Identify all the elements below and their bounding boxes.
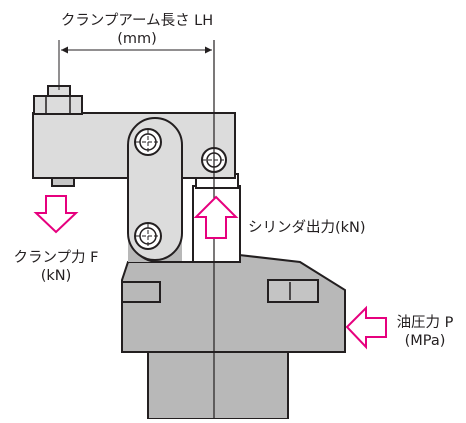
adjust-bolt xyxy=(33,85,83,115)
oil-pressure-label-line1: 油圧力 P xyxy=(396,315,454,331)
arm-length-label-line2: (mm) xyxy=(117,31,157,47)
clamp-force-label: クランプ力 F (kN) xyxy=(2,249,110,285)
oil-pressure-label: 油圧力 P (MPa) xyxy=(386,314,464,350)
oil-pressure-label-line2: (MPa) xyxy=(404,333,446,349)
link-plate xyxy=(127,117,183,261)
clamp-force-arrow-icon xyxy=(33,195,79,234)
cylinder-stem xyxy=(147,351,289,420)
cylinder-output-label: シリンダ出力(kN) xyxy=(248,220,366,236)
cylinder-output-arrow-icon xyxy=(193,195,239,239)
arm-length-dimension xyxy=(58,40,212,90)
pin-centerlines xyxy=(136,130,226,248)
arm-length-label-line1: クランプアーム長さ LH xyxy=(60,13,214,29)
arm-length-label: クランプアーム長さ LH (mm) xyxy=(22,12,252,48)
oil-pressure-arrow-icon xyxy=(345,305,387,350)
cylinder-body xyxy=(121,248,346,353)
clamp-force-label-line1: クランプ力 F xyxy=(13,250,99,266)
clamp-force-label-line2: (kN) xyxy=(40,268,72,284)
